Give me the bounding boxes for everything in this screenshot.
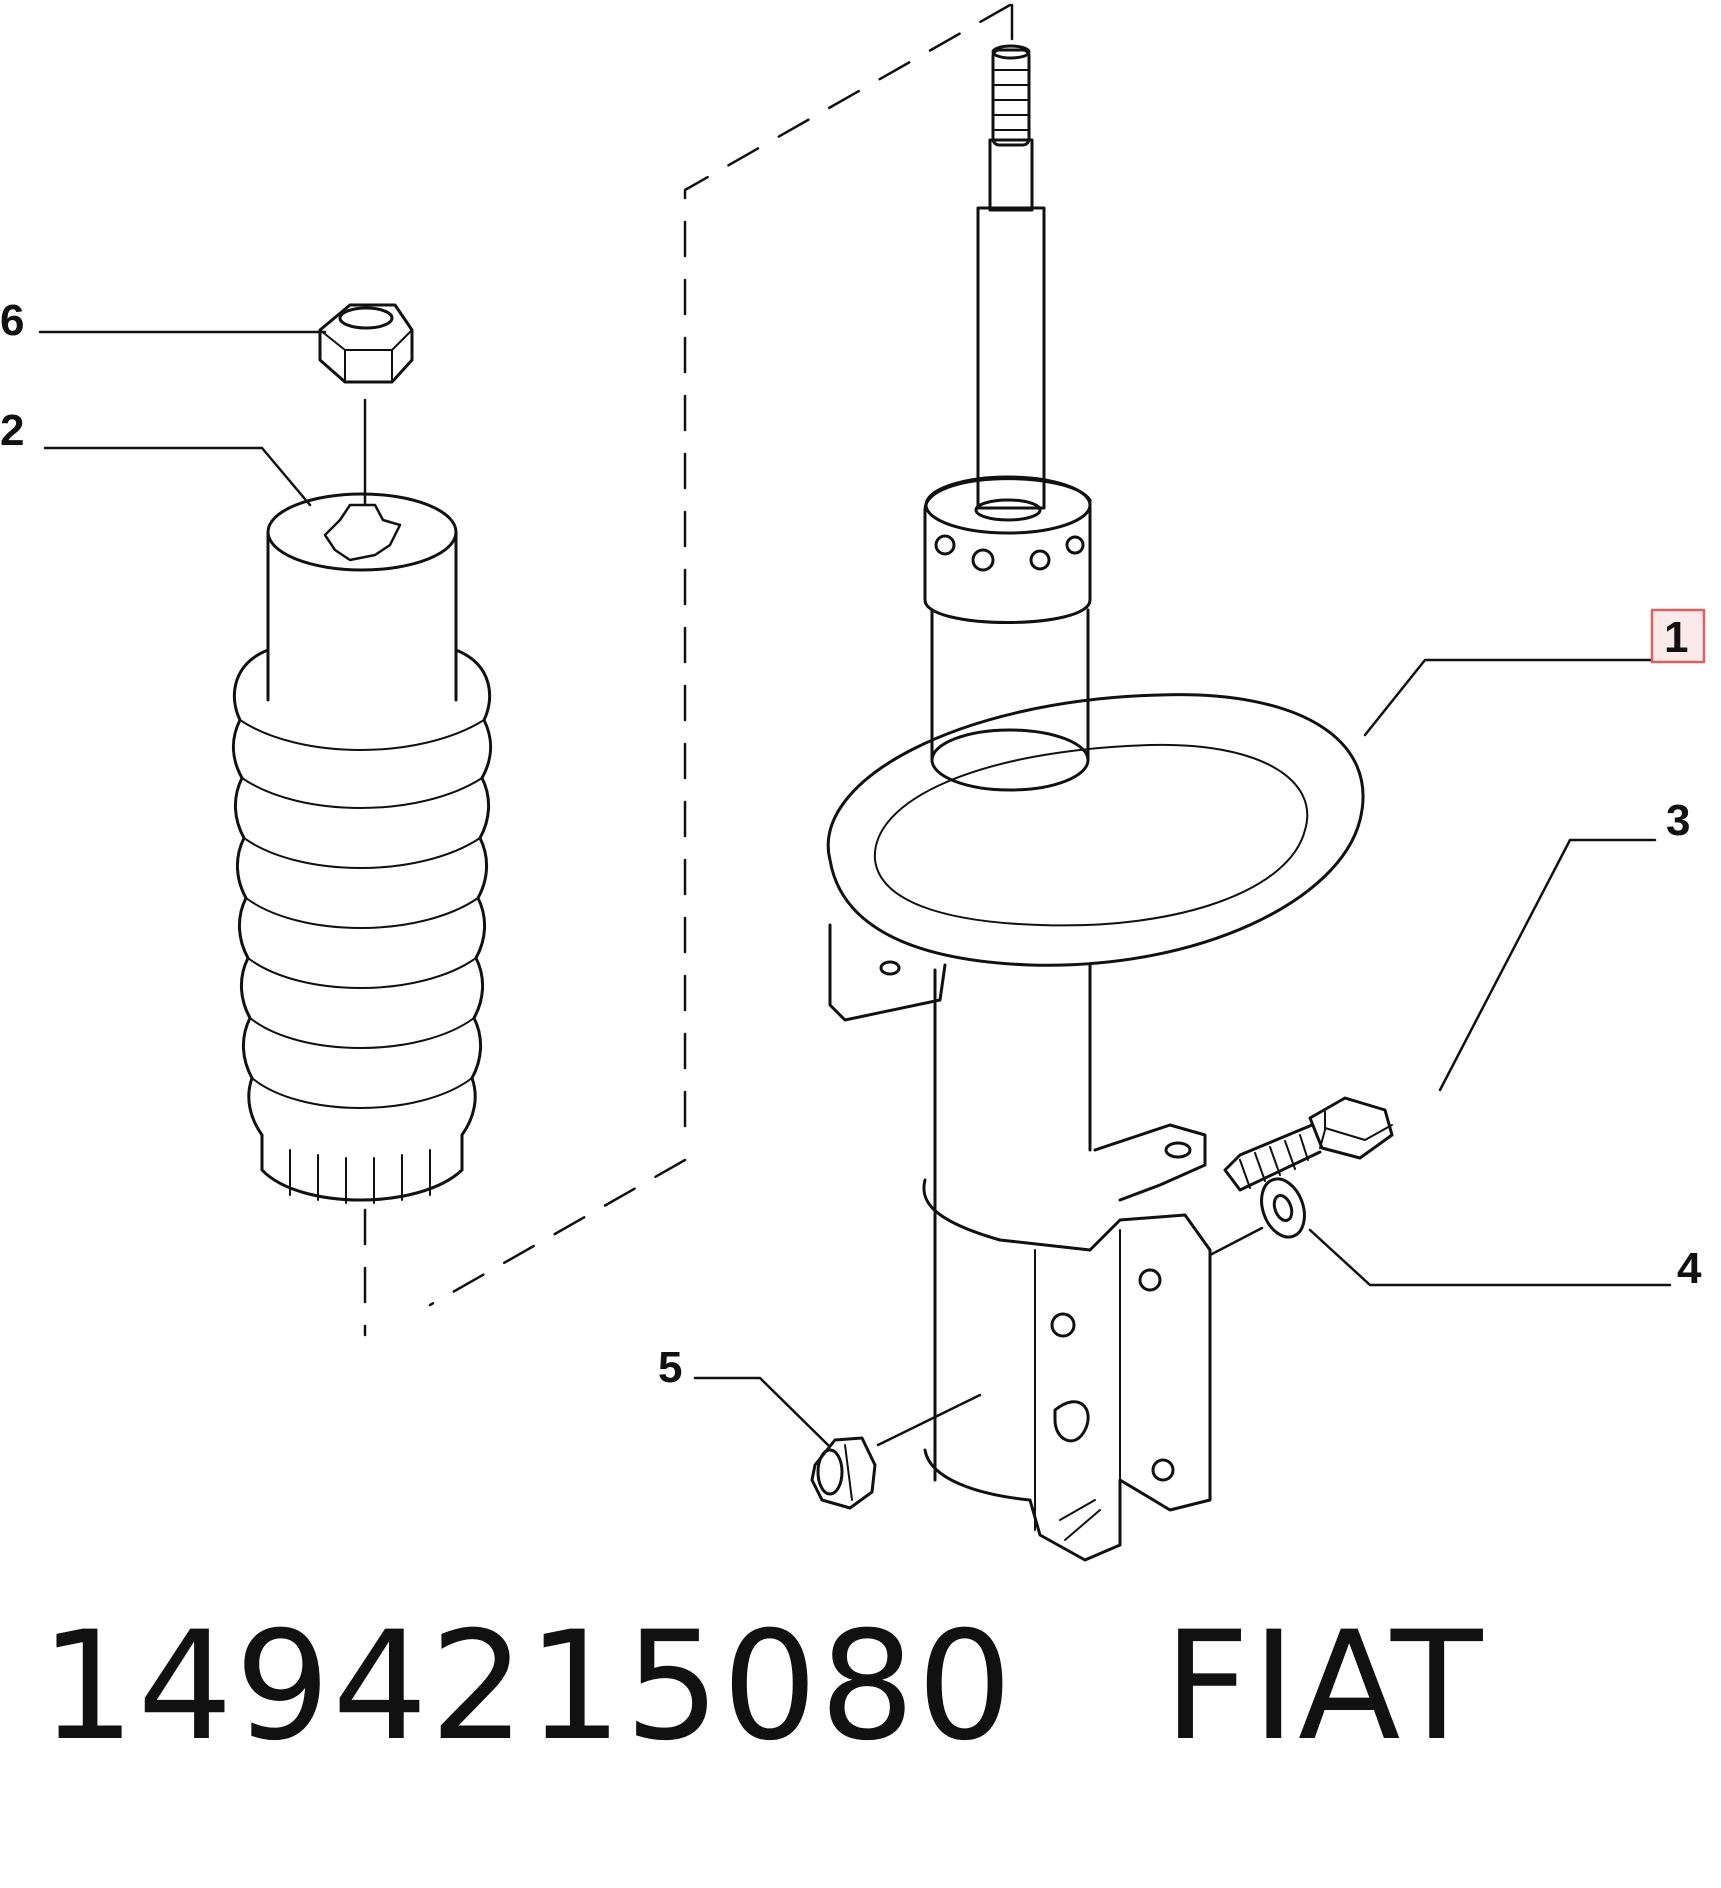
callout-4: 4	[1677, 1244, 1702, 1293]
callout-6: 6	[0, 296, 24, 345]
part-number: 1494215080	[40, 1600, 1015, 1774]
leader-part-5	[693, 1376, 830, 1447]
callout-2: 2	[0, 406, 24, 455]
callout-labels: 1 2 3 4 5 6	[0, 296, 1702, 1392]
callout-5: 5	[658, 1343, 682, 1392]
leader-lines	[38, 330, 1672, 1447]
lower-nut	[810, 1436, 877, 1510]
part-1-highlight-box	[1650, 608, 1706, 664]
part-caption: 1494215080 FIAT	[40, 1612, 1485, 1762]
top-lock-nut	[318, 303, 414, 384]
shock-absorber-strut	[826, 44, 1365, 1562]
flat-washer	[1260, 1177, 1306, 1239]
callout-1: 1	[1664, 613, 1688, 662]
brand-name: FIAT	[1163, 1600, 1485, 1774]
dust-boot	[232, 492, 492, 1204]
callout-3: 3	[1666, 796, 1690, 845]
assembly-guide-lines	[363, 3, 1014, 1337]
leader-part-4	[1308, 1228, 1672, 1287]
mounting-bolt	[1223, 1096, 1394, 1192]
leader-part-3	[1438, 838, 1657, 1092]
leader-part-1	[1363, 658, 1670, 737]
leader-part-2	[43, 446, 312, 507]
